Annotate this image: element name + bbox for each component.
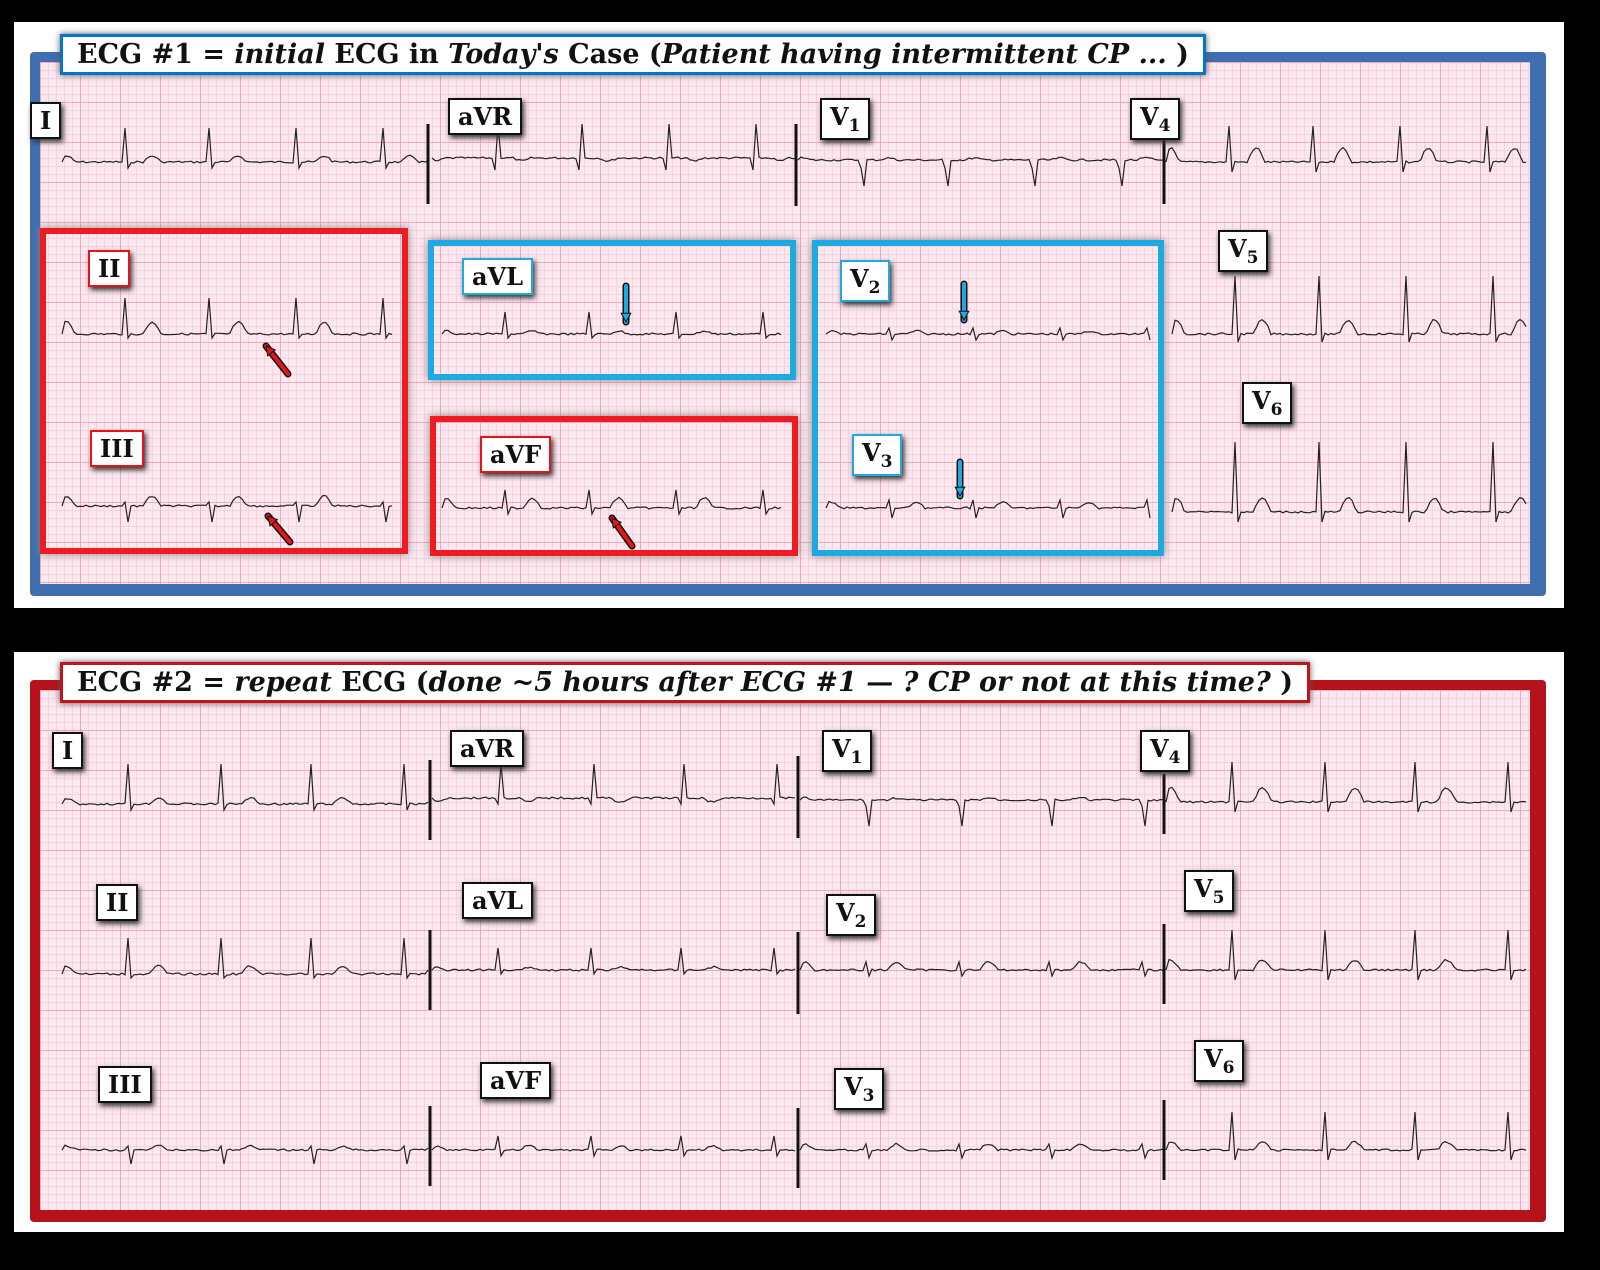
ecg2-trace-aVF [431, 1135, 796, 1159]
ecg1-grid [40, 62, 1530, 584]
ecg1-arrow-aVL-head [620, 312, 632, 324]
ecg2-lead-label-V1: V1 [822, 730, 873, 772]
ecg2-lead-label-V4: V4 [1140, 730, 1191, 772]
ecg1-lead-label-V5: V5 [1218, 230, 1269, 272]
ecg1-trace-aVL [441, 311, 782, 340]
ecg2-trace-aVR [431, 763, 796, 807]
ecg1-lead-label-I: I [30, 102, 62, 139]
ecg1-arrow-III-head [267, 515, 279, 527]
ecg1-highlight-avl-box [428, 240, 796, 380]
ecg2-trace-V3 [799, 1142, 1164, 1161]
ecg1-highlight-avf-box [430, 416, 798, 556]
ecg1-arrow-II-head [265, 345, 277, 357]
ecg2-title: ECG #2 = repeat ECG (done ~5 hours after… [60, 662, 1310, 703]
ecg2-grid [40, 690, 1530, 1210]
ecg1-highlight-v2v3-box [812, 240, 1164, 556]
ecg1-trace-aVF [441, 489, 782, 517]
ecg1-arrow-V3-head [954, 486, 966, 498]
ecg2-trace-V1 [799, 796, 1163, 827]
ecg2-lead-label-aVR: aVR [450, 730, 525, 767]
ecg1-trace-II [61, 297, 393, 340]
ecg2-trace-aVL [431, 947, 796, 976]
ecg1-arrow-aVF-head [611, 517, 622, 529]
ecg1-lead-label-III: III [90, 430, 144, 467]
ecg1-title: ECG #1 = initial ECG in Today's Case (Pa… [60, 34, 1206, 75]
ecg2-trace-III [61, 1144, 429, 1165]
ecg1-trace-V6 [1171, 441, 1527, 523]
ecg1-trace-I [61, 127, 429, 171]
ecg2-trace-V2 [799, 959, 1164, 978]
ecg1-lead-label-II: II [88, 250, 131, 287]
ecg2-lead-label-V3: V3 [834, 1068, 885, 1110]
ecg1-trace-V2 [825, 326, 1151, 342]
ecg2-trace-II [61, 937, 429, 980]
ecg2-lead-label-V5: V5 [1184, 870, 1235, 912]
ecg1-lead-label-V4: V4 [1130, 98, 1181, 140]
ecg1-lead-label-V6: V6 [1242, 382, 1293, 424]
ecg2-lead-label-I: I [52, 732, 84, 769]
ecg1-lead-label-V1: V1 [820, 98, 871, 140]
ecg2-trace-V6 [1165, 1111, 1527, 1161]
ecg1-arrow-V2-head [958, 310, 970, 322]
ecg1-lead-label-aVL: aVL [462, 258, 534, 295]
ecg2-lead-label-V2: V2 [826, 894, 877, 936]
ecg2-trace-V4 [1165, 761, 1527, 813]
ecg2-lead-label-III: III [98, 1066, 152, 1103]
ecg2-lead-label-aVF: aVF [480, 1062, 552, 1099]
ecg1-lead-label-V2: V2 [840, 260, 891, 302]
ecg2-trace-V5 [1165, 929, 1527, 981]
ecg2-trace-I [61, 763, 429, 813]
ecg1-highlight-inferior-box [40, 228, 408, 554]
ecg1-lead-label-aVF: aVF [480, 436, 552, 473]
ecg1-lead-label-aVR: aVR [448, 98, 523, 135]
ecg2-lead-label-V6: V6 [1194, 1040, 1245, 1082]
ecg1-lead-label-V3: V3 [852, 434, 903, 476]
ecg1-trace-V4 [1165, 125, 1527, 173]
ecg1-trace-aVR [431, 123, 796, 171]
ecg2-lead-label-aVL: aVL [462, 882, 534, 919]
ecg1-trace-V1 [797, 156, 1164, 187]
ecg2-lead-label-II: II [96, 884, 139, 921]
ecg1-trace-V5 [1171, 275, 1527, 343]
ecg1-trace-V3 [825, 497, 1151, 519]
ecg1-trace-III [61, 494, 393, 523]
